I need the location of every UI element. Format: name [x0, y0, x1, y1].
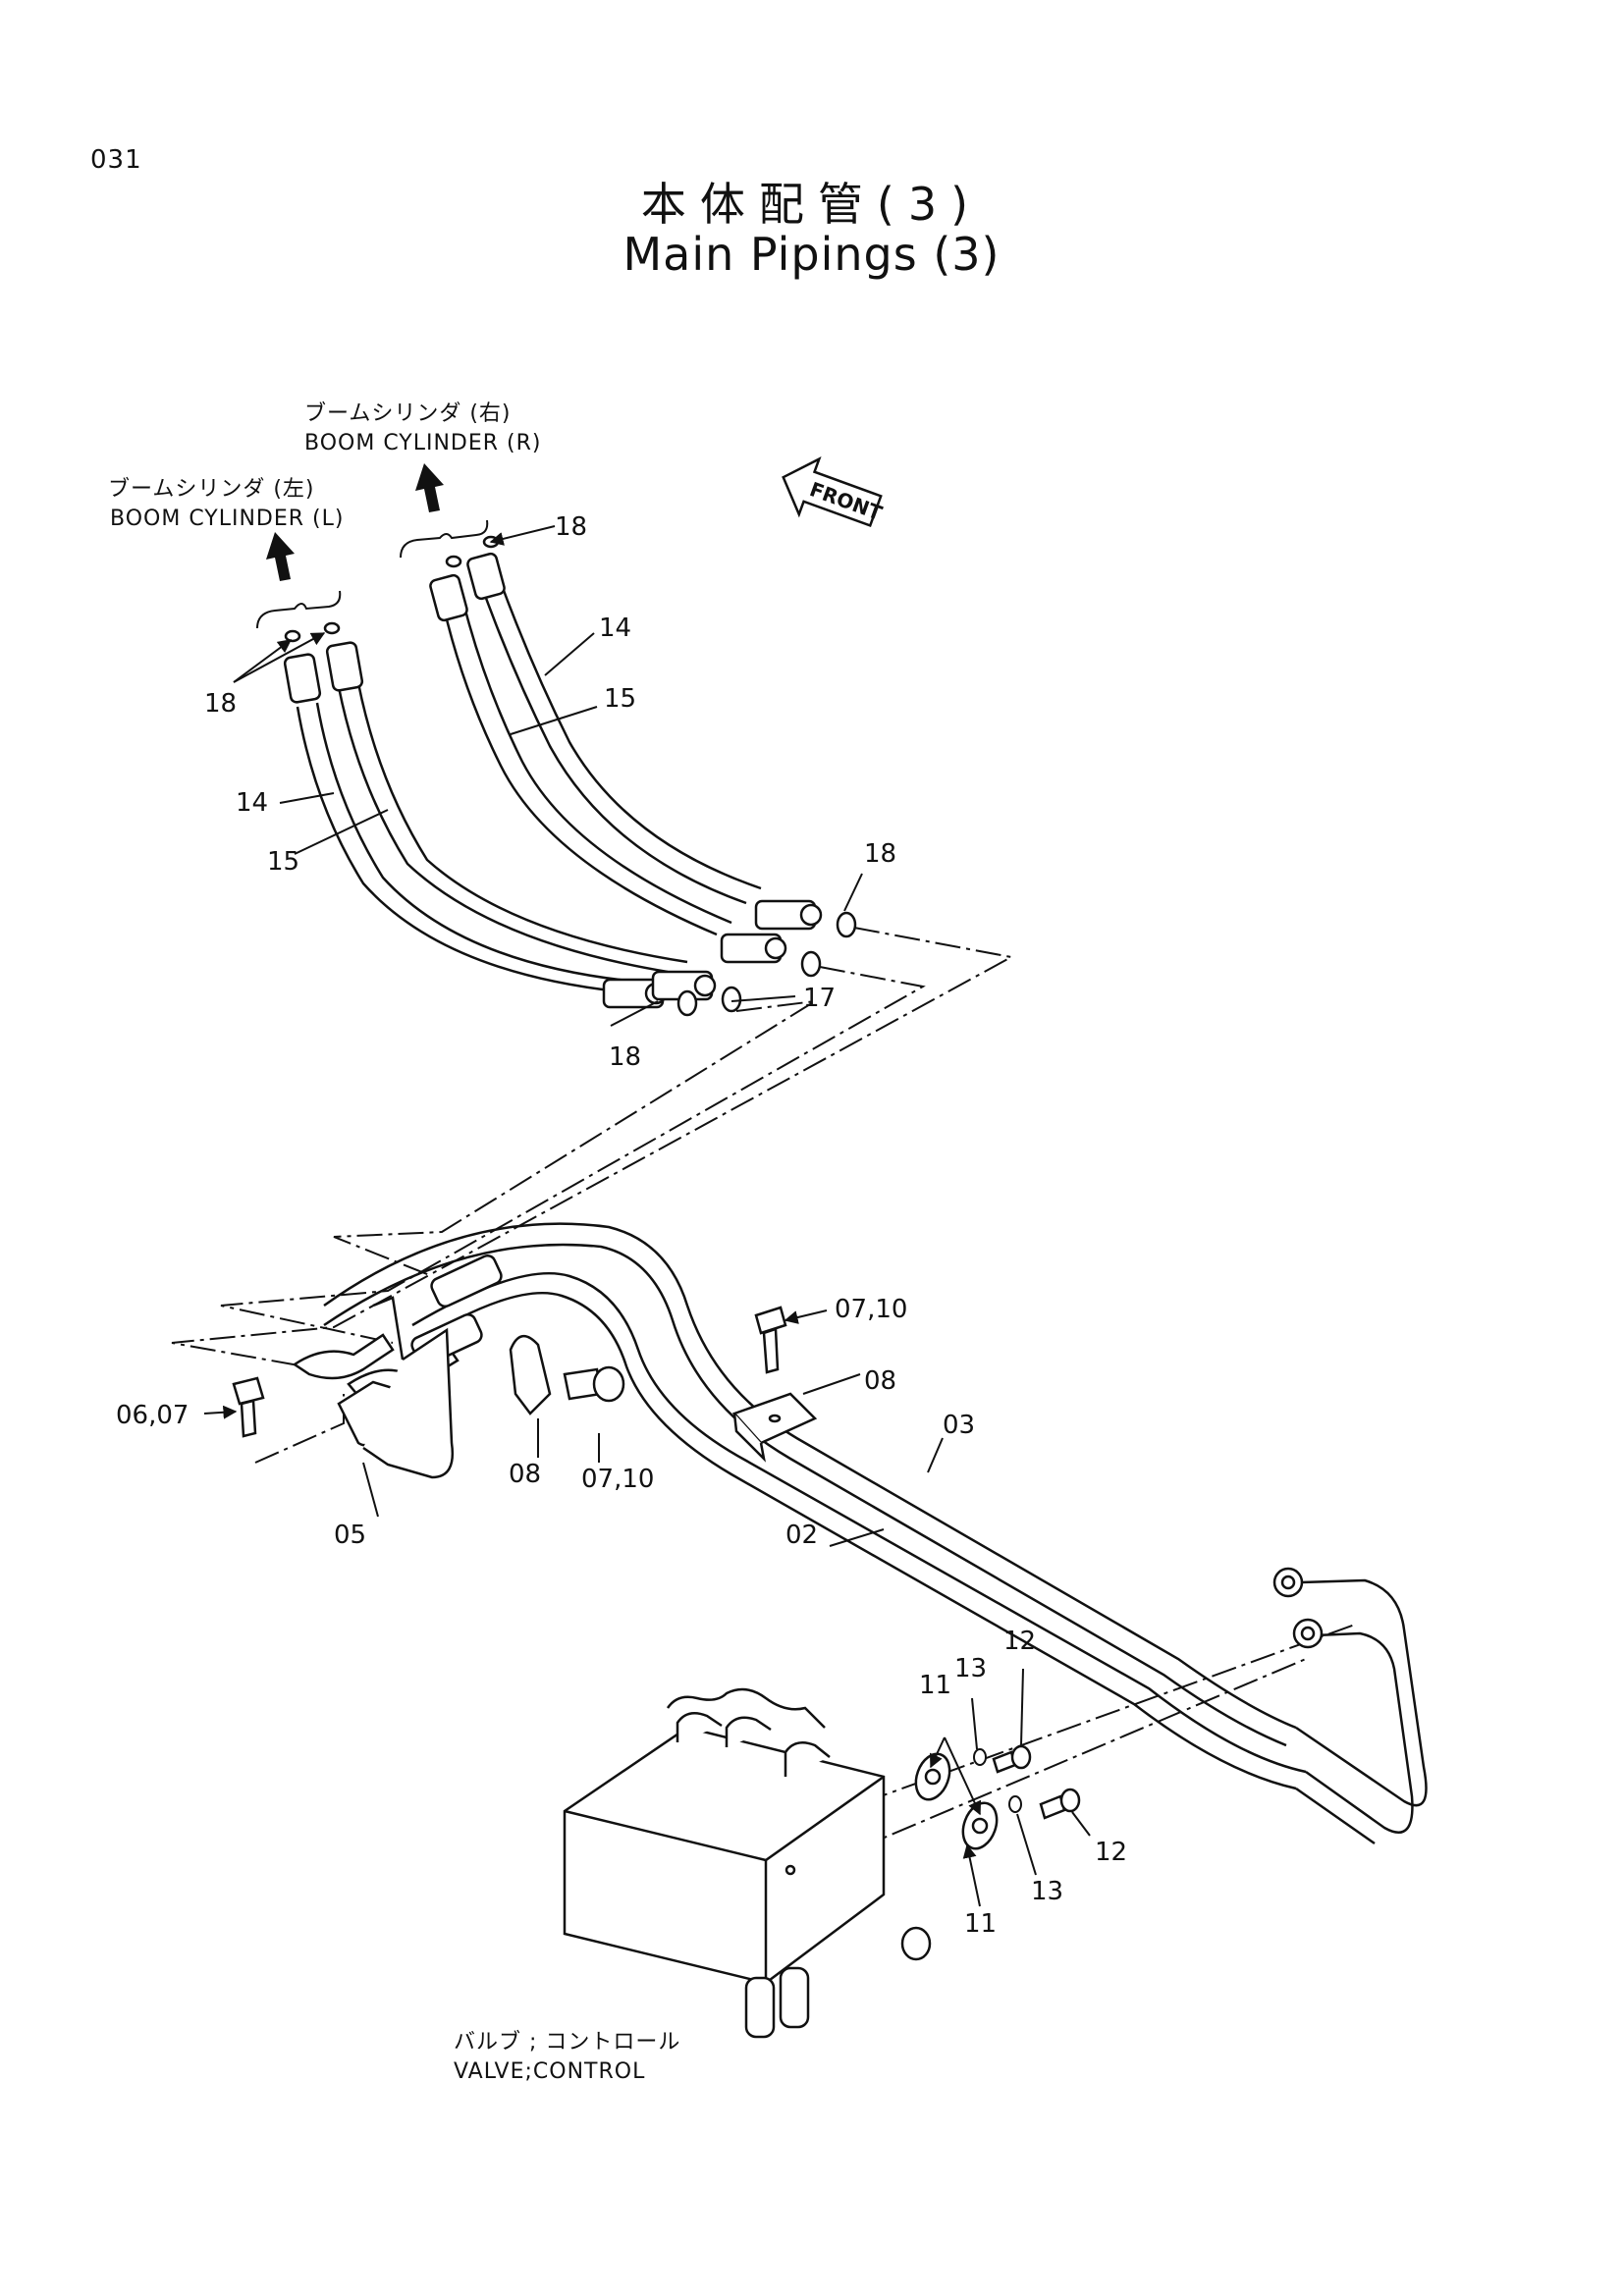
front-direction-icon: FRONT: [782, 456, 886, 528]
control-valve: [563, 1687, 932, 2039]
bolt-07-10-bottom: [563, 1365, 625, 1403]
callout-07-10-bottom: 07,10: [581, 1465, 654, 1494]
callout-11-lower: 11: [964, 1909, 997, 1939]
boom-cylinder-left-jp: ブームシリンダ (左): [108, 477, 315, 502]
callout-07-10-top: 07,10: [835, 1295, 907, 1324]
callout-18-left: 18: [204, 689, 237, 719]
callout-14-right: 14: [599, 614, 631, 643]
bolt-06-07: [232, 1376, 265, 1438]
boom-cylinder-right-caption: ブームシリンダ (右) BOOM CYLINDER (R): [304, 401, 542, 455]
callout-11-upper: 11: [919, 1671, 951, 1700]
callout-18-top: 18: [555, 512, 587, 542]
page-title-japanese: 本体配管(3): [640, 178, 983, 231]
callout-08-left: 08: [509, 1460, 541, 1489]
clamp-08-left: [509, 1335, 552, 1415]
boom-cylinder-left-caption: ブームシリンダ (左) BOOM CYLINDER (L): [108, 477, 344, 531]
callout-13-upper: 13: [954, 1654, 987, 1683]
control-valve-jp: バルブ ; コントロール: [454, 2030, 680, 2055]
callout-labels: 18 18 14 15 14 15 18 17 18 07,10 08 06,0…: [116, 512, 1127, 1939]
hose-pair-right: [440, 576, 762, 936]
callout-08-right: 08: [864, 1366, 896, 1396]
pipe-end-flanges: [1272, 1567, 1324, 1649]
callout-03: 03: [943, 1411, 975, 1440]
clamp-08-right: [731, 1392, 818, 1463]
boom-cylinder-right-jp: ブームシリンダ (右): [304, 401, 512, 426]
callout-12-lower: 12: [1095, 1838, 1127, 1867]
main-pipes: [323, 1222, 1428, 1845]
bolt-12-lower: [1039, 1788, 1081, 1820]
hose-fittings-left-top: [283, 621, 364, 704]
boom-cylinder-left-en: BOOM CYLINDER (L): [110, 507, 344, 531]
boom-cylinder-right-en: BOOM CYLINDER (R): [304, 431, 542, 455]
callout-12-upper: 12: [1003, 1627, 1036, 1656]
callout-14-left: 14: [236, 788, 268, 818]
callout-15-right: 15: [604, 684, 636, 714]
callout-05: 05: [334, 1521, 366, 1550]
bolt-07-10-top: [754, 1306, 787, 1374]
hose-fittings-lower: [602, 899, 857, 1017]
leader-lines: [203, 525, 1091, 1907]
callout-17: 17: [803, 984, 836, 1013]
hose-pair-left: [296, 682, 688, 993]
bolt-12-upper: [992, 1744, 1032, 1774]
flange-11-upper: [914, 1752, 951, 1801]
page-title-english: Main Pipings (3): [622, 228, 1001, 281]
hose-fittings-right-top: [429, 535, 506, 622]
o-ring-13-lower: [1008, 1795, 1022, 1813]
brace-right: [400, 519, 489, 559]
callout-18-bottom: 18: [609, 1042, 641, 1072]
callout-18-mid: 18: [864, 839, 896, 869]
bracket-05: [337, 1296, 455, 1479]
flange-11-lower: [961, 1801, 999, 1850]
boom-left-direction-arrow-icon: [266, 532, 295, 581]
control-valve-caption: バルブ ; コントロール VALVE;CONTROL: [454, 2030, 680, 2084]
boom-right-direction-arrow-icon: [415, 463, 444, 512]
brace-left: [256, 590, 342, 629]
callout-15-left: 15: [267, 847, 299, 877]
control-valve-en: VALVE;CONTROL: [454, 2059, 645, 2084]
callout-13-lower: 13: [1031, 1877, 1063, 1906]
callout-06-07: 06,07: [116, 1401, 189, 1430]
o-ring-13-upper: [973, 1748, 987, 1766]
page-number: 031: [90, 145, 142, 175]
callout-02: 02: [785, 1521, 818, 1550]
